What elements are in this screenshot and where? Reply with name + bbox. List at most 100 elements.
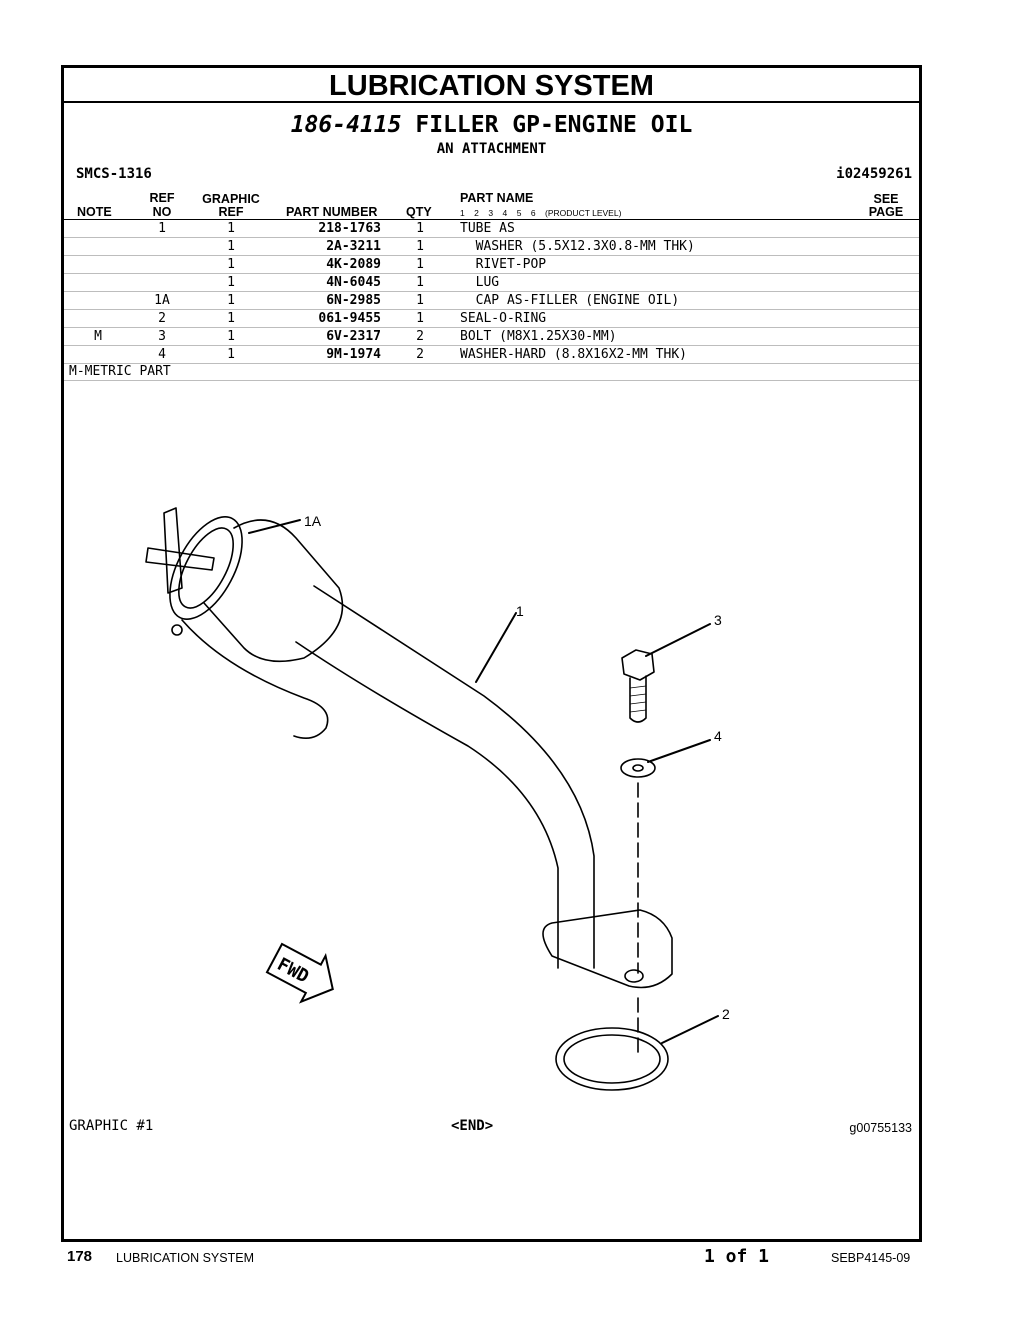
group-heading: 186-4115 FILLER GP-ENGINE OIL — [64, 112, 919, 138]
row-graphic-ref: 1 — [227, 329, 235, 344]
row-ref: 3 — [158, 329, 166, 344]
row-divider — [64, 345, 919, 346]
row-graphic-ref: 1 — [227, 293, 235, 308]
header-ref-bottom: NO — [152, 205, 172, 219]
row-part-name: RIVET-POP — [460, 257, 547, 272]
row-part-name: SEAL-O-RING — [460, 311, 547, 326]
bolt-shank — [629, 675, 647, 723]
row-divider — [64, 273, 919, 274]
row-part-name: TUBE AS — [460, 221, 515, 236]
group-number: 186-4115 — [290, 112, 402, 138]
leader-line — [248, 519, 301, 534]
callout-1: 1 — [516, 603, 524, 619]
row-divider — [64, 255, 919, 256]
footer-page-of: 1 of 1 — [704, 1246, 770, 1267]
section-title: LUBRICATION SYSTEM — [64, 68, 919, 103]
row-part-number: 061-9455 — [318, 311, 381, 326]
tether-clip — [171, 624, 183, 636]
row-divider — [64, 380, 919, 381]
group-subtitle: AN ATTACHMENT — [436, 141, 547, 157]
row-part-number: 6N-2985 — [326, 293, 381, 308]
row-graphic-ref: 1 — [227, 347, 235, 362]
header-qty: QTY — [406, 205, 432, 219]
cap-handle — [145, 547, 215, 571]
row-ref: 1 — [158, 221, 166, 236]
row-ref: 4 — [158, 347, 166, 362]
row-qty: 1 — [416, 257, 424, 272]
header-part-name: PART NAME — [460, 191, 534, 205]
callout-1a: 1A — [304, 513, 322, 529]
leader-line — [645, 623, 711, 657]
row-part-number: 218-1763 — [318, 221, 381, 236]
parts-diagram: FWD 1A 1 3 4 2 — [145, 507, 730, 1091]
flange-bore — [624, 969, 644, 983]
row-ref: 1A — [154, 293, 170, 308]
cap-handle — [163, 507, 183, 594]
graphic-number: g00755133 — [849, 1121, 912, 1135]
leader-line — [475, 612, 517, 683]
row-part-number: 2A-3211 — [326, 239, 381, 254]
footer-doc-number: SEBP4145-09 — [831, 1251, 911, 1265]
row-divider — [64, 291, 919, 292]
smcs-code: SMCS-1316 — [76, 166, 152, 182]
footer-page-number: 178 — [67, 1248, 93, 1265]
row-part-number: 4N-6045 — [326, 275, 381, 290]
row-part-number: 9M-1974 — [326, 347, 381, 362]
tube-outline — [313, 585, 595, 969]
row-qty: 1 — [416, 239, 424, 254]
header-see-bottom: PAGE — [868, 205, 904, 219]
group-name: FILLER GP-ENGINE OIL — [415, 112, 693, 138]
leader-line — [661, 1015, 719, 1044]
row-graphic-ref: 1 — [227, 311, 235, 326]
row-part-name: WASHER-HARD (8.8X16X2-MM THK) — [460, 347, 687, 362]
row-qty: 2 — [416, 329, 424, 344]
header-graphic-bottom: REF — [218, 205, 244, 219]
row-qty: 1 — [416, 275, 424, 290]
callout-3: 3 — [714, 612, 722, 628]
row-part-number: 4K-2089 — [326, 257, 381, 272]
row-part-name: WASHER (5.5X12.3X0.8-MM THK) — [460, 239, 695, 254]
row-divider — [64, 309, 919, 310]
leader-line — [647, 739, 711, 763]
row-divider — [64, 327, 919, 328]
graphic-label: GRAPHIC #1 — [69, 1118, 154, 1134]
header-see-top: SEE — [873, 192, 899, 206]
callout-4: 4 — [714, 728, 722, 744]
row-qty: 2 — [416, 347, 424, 362]
row-qty: 1 — [416, 311, 424, 326]
row-graphic-ref: 1 — [227, 257, 235, 272]
header-ref-top: REF — [149, 191, 175, 205]
row-divider — [64, 363, 919, 364]
fwd-arrow-icon: FWD — [265, 942, 334, 1004]
header-note: NOTE — [77, 205, 112, 219]
header-part-number: PART NUMBER — [286, 205, 378, 219]
row-graphic-ref: 1 — [227, 239, 235, 254]
footer-section: LUBRICATION SYSTEM — [116, 1251, 254, 1265]
page-frame: LUBRICATION SYSTEM 186-4115 FILLER GP-EN… — [61, 65, 922, 1242]
row-qty: 1 — [416, 293, 424, 308]
header-graphic-top: GRAPHIC — [202, 192, 260, 206]
tube-outline — [295, 641, 559, 969]
seal-o-ring — [563, 1034, 661, 1084]
row-graphic-ref: 1 — [227, 275, 235, 290]
row-note: M — [94, 329, 102, 344]
end-marker: <END> — [451, 1118, 494, 1134]
callout-2: 2 — [722, 1006, 730, 1022]
header-rule — [64, 219, 919, 220]
cap-face — [178, 527, 234, 609]
cap-barrel — [203, 519, 344, 663]
footnote-metric: M-METRIC PART — [69, 364, 171, 379]
row-part-name: BOLT (M8X1.25X30-MM) — [460, 329, 617, 344]
row-graphic-ref: 1 — [227, 221, 235, 236]
seal-o-ring — [555, 1027, 669, 1091]
washer — [632, 764, 644, 772]
row-ref: 2 — [158, 311, 166, 326]
row-qty: 1 — [416, 221, 424, 236]
row-part-number: 6V-2317 — [326, 329, 381, 344]
row-part-name: LUG — [460, 275, 500, 290]
cap-end — [169, 516, 243, 620]
bolt-head — [621, 649, 655, 681]
info-id: i02459261 — [836, 166, 912, 182]
row-part-name: CAP AS-FILLER (ENGINE OIL) — [460, 293, 680, 308]
tether-wire — [181, 619, 329, 739]
